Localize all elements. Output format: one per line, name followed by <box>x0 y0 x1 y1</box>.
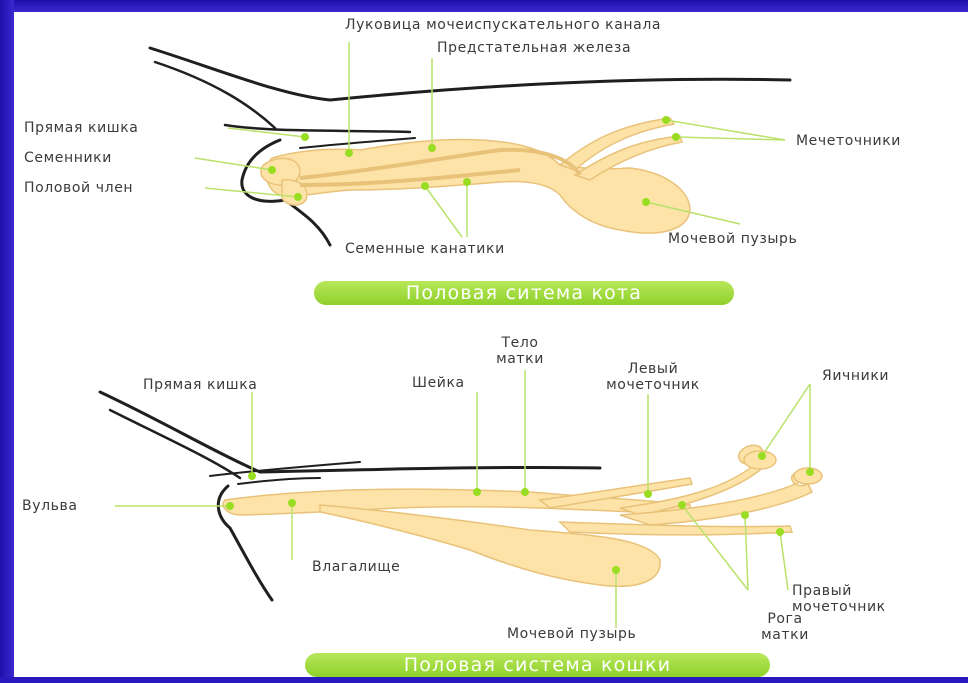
label-testes: Семенники <box>24 150 112 166</box>
female-label-dots <box>226 452 814 574</box>
label-uterus-body: Тело матки <box>496 335 544 367</box>
label-ovaries: Яичники <box>822 368 890 384</box>
label-ureters-male: Мечеточники <box>796 133 901 149</box>
male-spermatic-cords <box>299 147 582 187</box>
male-title-banner: Половая ситема кота <box>314 281 734 305</box>
label-rectum-female: Прямая кишка <box>143 377 258 393</box>
label-right-ureter: Правый мочеточник <box>792 583 886 615</box>
female-title-banner: Половая система кошки <box>305 653 770 677</box>
slide-frame-top <box>0 0 968 12</box>
label-spermatic-cords: Семенные канатики <box>345 241 505 257</box>
label-left-ureter: Левый мочеточник <box>606 361 700 393</box>
label-bladder-male: Мочевой пузырь <box>668 231 798 247</box>
label-bladder-female: Мочевой пузырь <box>507 626 637 642</box>
female-body-outline <box>98 390 602 602</box>
label-rectum-male: Прямая кишка <box>24 120 139 136</box>
slide-frame-bottom <box>0 677 968 683</box>
slide-frame-left <box>0 0 14 683</box>
label-vulva: Вульва <box>22 498 78 514</box>
male-label-dots <box>268 116 680 206</box>
label-cervix: Шейка <box>412 375 465 391</box>
label-prostate: Предстательная железа <box>437 40 632 56</box>
label-uterine-horns: Рога матки <box>761 611 809 643</box>
male-leader-lines <box>194 42 786 238</box>
male-body-outline <box>148 46 792 247</box>
label-urethral-bulb: Луковица мочеиспускательного канала <box>345 17 662 33</box>
female-organs <box>222 444 823 587</box>
female-leader-lines <box>115 370 811 628</box>
label-penis: Половой член <box>24 180 134 196</box>
label-vagina: Влагалище <box>312 559 401 575</box>
